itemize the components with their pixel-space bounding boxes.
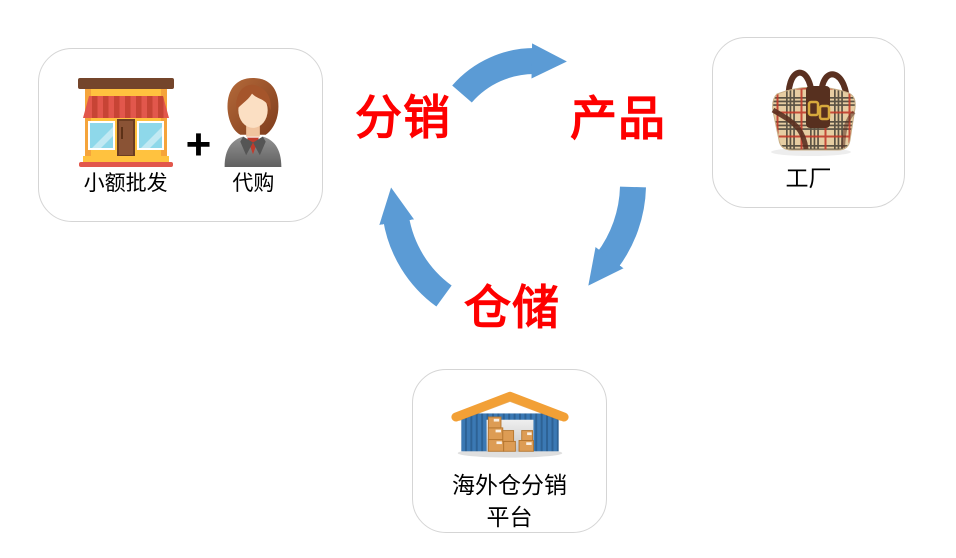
daigou-label: 代购 [232,172,275,195]
warehouse-label: 海外仓分销 平台 [452,467,567,533]
warehouse-label-line1: 海外仓分销 [452,471,567,498]
factory-label: 工厂 [785,165,832,191]
woman-avatar-icon [224,77,282,167]
card-factory: 工厂 [712,37,905,208]
curved-arrow-down-left-icon [588,186,646,286]
warehouse-icon [450,391,569,458]
card-distributors: 小额批发 + [38,48,323,222]
curved-arrow-up-icon [379,187,452,307]
card-warehouse: 海外仓分销 平台 [412,369,607,533]
storefront-icon [77,78,174,167]
cycle-label-warehousing: 仓储 [464,281,560,334]
cycle-label-distribution: 分销 [355,91,451,144]
distributor-daigou: 代购 [221,77,285,197]
plus-sign: + [185,120,212,169]
wholesale-label: 小额批发 [83,172,168,195]
distributors-row: 小额批发 + [76,49,286,197]
curved-arrow-right-icon [452,43,567,103]
warehouse-label-line2: 平台 [486,504,533,531]
handbag-icon [770,69,856,156]
distributor-wholesale: 小额批发 [76,77,176,197]
cycle-label-product: 产品 [570,92,666,145]
